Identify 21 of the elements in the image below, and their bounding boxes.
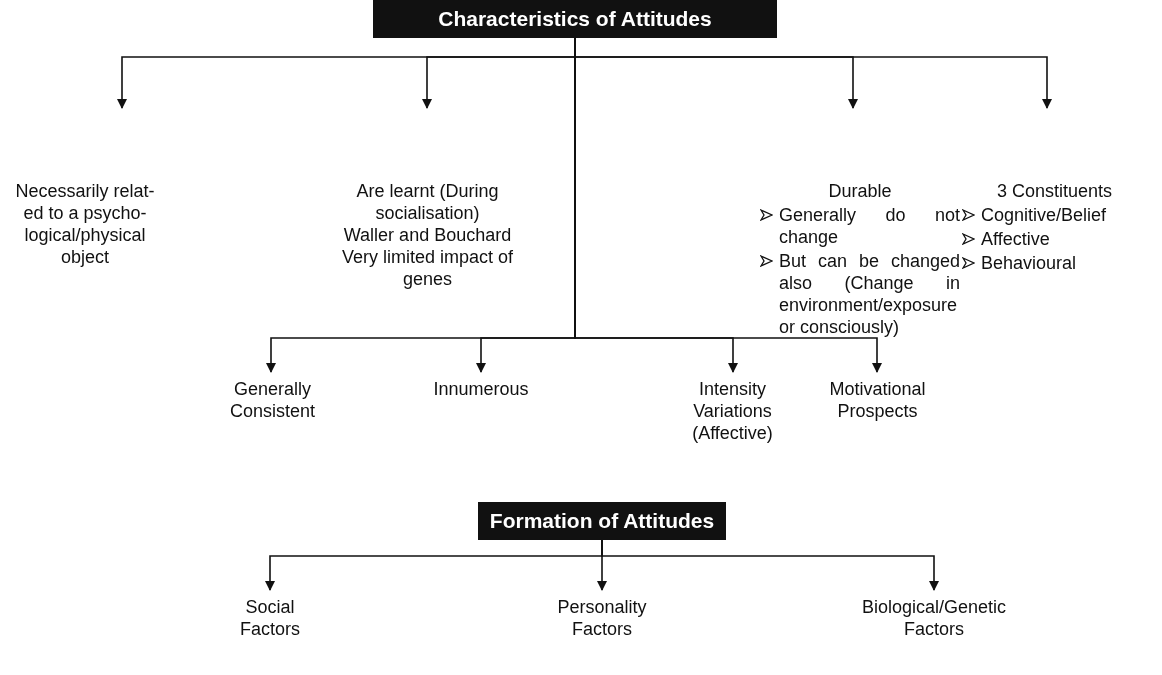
item-text: Social Factors: [239, 596, 301, 640]
item-text: Generally Consistent: [228, 378, 316, 422]
item-heading: Durable: [827, 180, 893, 202]
item-text: Innumerous: [432, 378, 530, 400]
item-text: Personality Factors: [556, 596, 648, 640]
bullet-text: Generally do not change: [779, 204, 960, 248]
item-text: Necessarily relat- ed to a psycho- logical/physical object: [14, 180, 156, 268]
heading-box: Formation of Attitudes: [478, 502, 726, 540]
item-text: Biological/Genetic Factors: [860, 596, 1008, 640]
item-text: Very limited impact of genes: [340, 246, 515, 290]
item-heading: 3 Constituents: [995, 180, 1114, 202]
bullet-text: But can be changed also (Change in environment/exposure or consciously): [779, 250, 960, 338]
heading-box: Characteristics of Attitudes: [373, 0, 777, 38]
bullet-text: Cognitive/Belief: [981, 204, 1108, 226]
item-text: Motivational Prospects: [828, 378, 927, 422]
item-text: Waller and Bouchard: [342, 224, 513, 246]
bullet-text: Behavioural: [981, 252, 1078, 274]
item-text: Intensity Variations (Affective): [691, 378, 774, 444]
arrow: [601, 539, 939, 591]
item-text: Are learnt (During socialisation): [355, 180, 500, 224]
bullet-text: Affective: [981, 228, 1051, 250]
